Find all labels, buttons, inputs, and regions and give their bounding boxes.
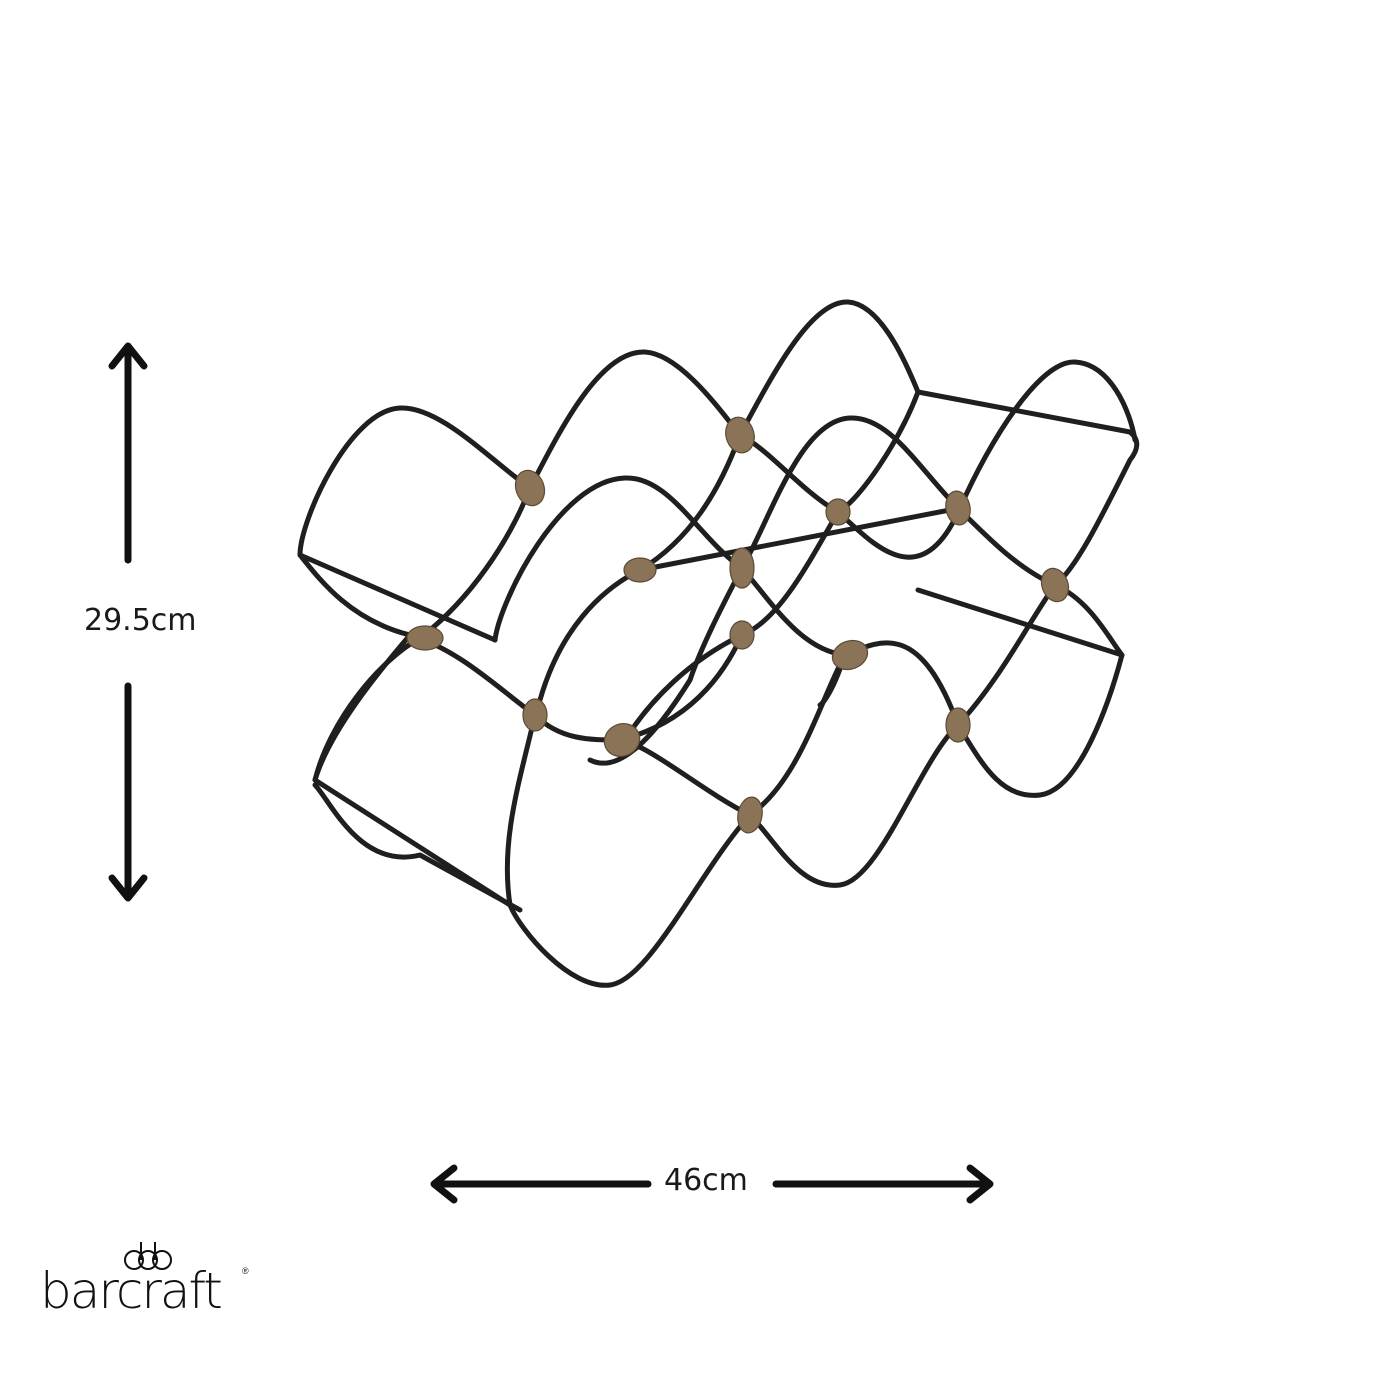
brand-wordmark: barcraft: [40, 1262, 223, 1320]
logo-mark-icon: [124, 1242, 172, 1270]
height-arrow-down-head: [108, 874, 148, 902]
height-dimension-label: 29.5cm: [84, 603, 197, 638]
width-dimension-label: 46cm: [664, 1163, 748, 1198]
registered-mark: ®: [242, 1266, 249, 1276]
height-arrow-up-head: [108, 342, 148, 370]
width-arrow-left-head: [430, 1164, 458, 1204]
width-arrow-right-head: [966, 1164, 994, 1204]
jute-bindings: [406, 416, 1070, 834]
